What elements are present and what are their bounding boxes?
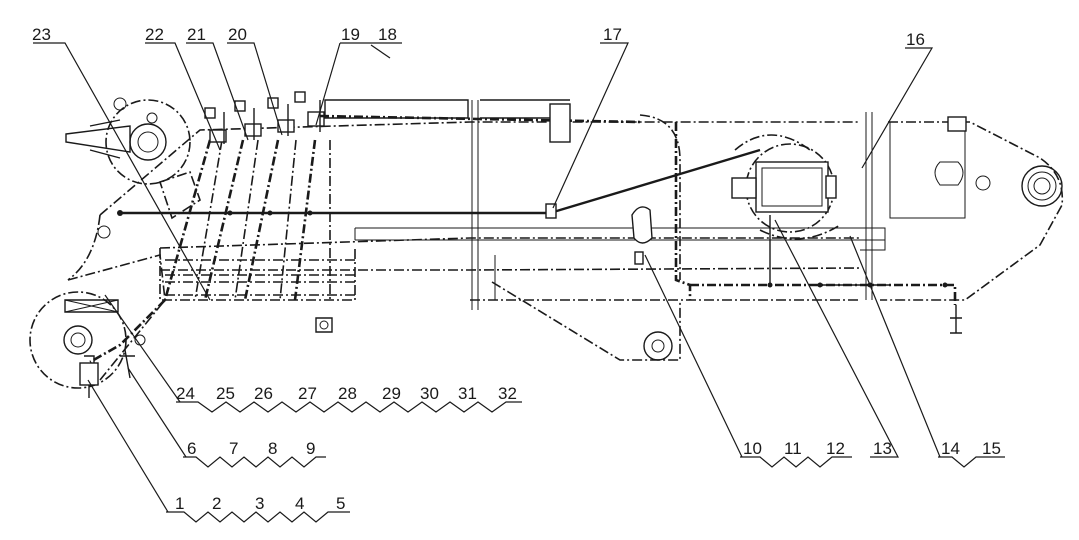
callout-31: 31	[458, 384, 477, 403]
callout-22: 22	[145, 25, 164, 44]
callout-20: 20	[228, 25, 247, 44]
callout-5: 5	[336, 494, 345, 513]
callout-19: 19	[341, 25, 360, 44]
cable-brackets	[158, 91, 355, 301]
callout-8: 8	[268, 439, 277, 458]
cylinder-clamp	[549, 103, 571, 143]
callout-26: 26	[254, 384, 273, 403]
wiring	[89, 114, 962, 364]
callout-16: 16	[906, 30, 925, 49]
callout-10: 10	[743, 439, 762, 458]
callout-24: 24	[176, 384, 195, 403]
callout-labels: 23 22 21 20 19 18 17 16 24 25 26 27 28 2…	[32, 25, 1001, 513]
callout-18: 18	[378, 25, 397, 44]
callout-25: 25	[216, 384, 235, 403]
callout-15: 15	[982, 439, 1001, 458]
callout-7: 7	[229, 439, 238, 458]
callout-32: 32	[498, 384, 517, 403]
callout-27: 27	[298, 384, 317, 403]
callout-13: 13	[873, 439, 892, 458]
components	[79, 103, 837, 398]
boom-structure	[29, 97, 1064, 389]
callout-6: 6	[187, 439, 196, 458]
callout-28: 28	[338, 384, 357, 403]
callout-23: 23	[32, 25, 51, 44]
callout-12: 12	[826, 439, 845, 458]
callout-2: 2	[212, 494, 221, 513]
callout-14: 14	[941, 439, 960, 458]
callout-17: 17	[603, 25, 622, 44]
control-box	[755, 161, 829, 213]
callout-1: 1	[175, 494, 184, 513]
work-lamp	[631, 206, 653, 244]
callout-9: 9	[306, 439, 315, 458]
callout-4: 4	[295, 494, 304, 513]
leader-lines	[33, 42, 1005, 523]
callout-30: 30	[420, 384, 439, 403]
callout-3: 3	[255, 494, 264, 513]
callout-21: 21	[187, 25, 206, 44]
callout-29: 29	[382, 384, 401, 403]
junction-box	[545, 203, 557, 219]
callout-11: 11	[784, 439, 802, 458]
